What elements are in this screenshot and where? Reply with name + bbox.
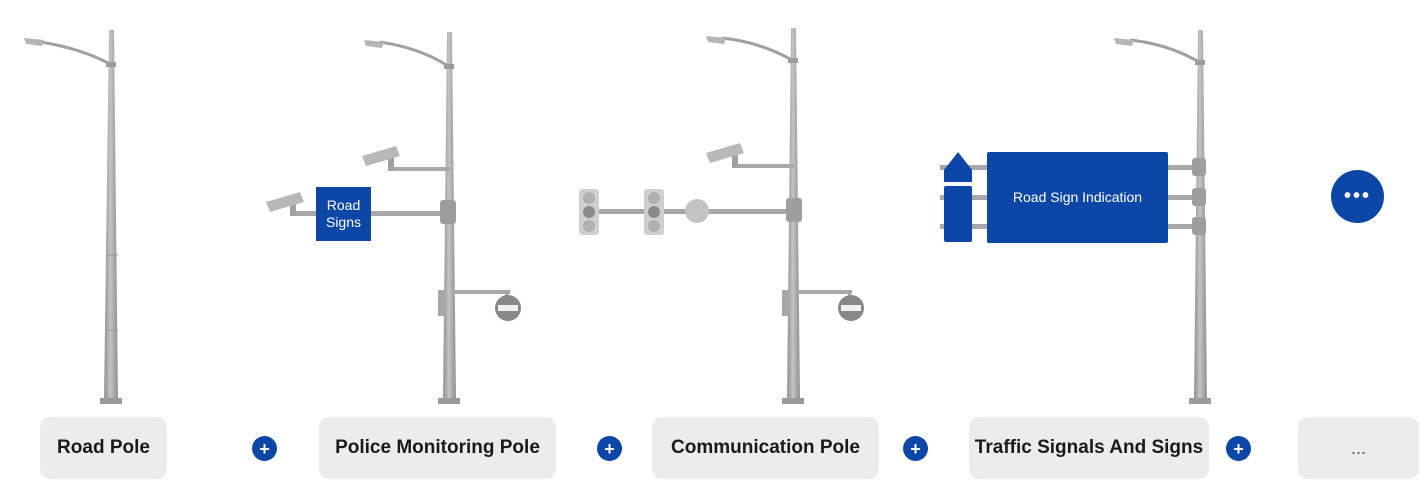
traffic-signals-pole — [940, 30, 1211, 404]
road-signs-line1: Road — [326, 197, 361, 213]
more-options-button[interactable]: ••• — [1331, 170, 1384, 223]
police-monitoring-pole — [266, 32, 521, 404]
road-pole — [24, 30, 122, 404]
label-more[interactable]: ... — [1298, 417, 1419, 479]
traffic-light-icon — [579, 189, 599, 235]
road-signs-plate — [316, 187, 371, 241]
plus-icon: + — [252, 436, 277, 461]
no-entry-sign-icon — [838, 295, 864, 321]
traffic-light-icon — [644, 189, 664, 235]
camera-icon — [266, 192, 304, 216]
communication-pole — [579, 28, 864, 404]
plus-icon: + — [903, 436, 928, 461]
plus-icon: + — [1226, 436, 1251, 461]
label-police-monitoring-pole[interactable]: Police Monitoring Pole — [319, 417, 556, 479]
label-communication-pole[interactable]: Communication Pole — [652, 417, 879, 479]
round-sign-icon — [685, 199, 709, 223]
no-entry-sign-icon — [495, 295, 521, 321]
road-signs-label: Road Signs — [316, 187, 371, 241]
road-signs-line2: Signs — [325, 214, 362, 230]
plus-icon: + — [597, 436, 622, 461]
road-sign-indication-label: Road Sign Indication — [1012, 189, 1143, 205]
road-sign-indication-board — [987, 152, 1168, 243]
arrow-sign-icon — [944, 152, 972, 242]
camera-icon — [706, 143, 744, 167]
label-traffic-signals-and-signs[interactable]: Traffic Signals And Signs — [969, 417, 1209, 479]
label-road-pole[interactable]: Road Pole — [40, 417, 167, 479]
camera-icon — [362, 146, 400, 170]
